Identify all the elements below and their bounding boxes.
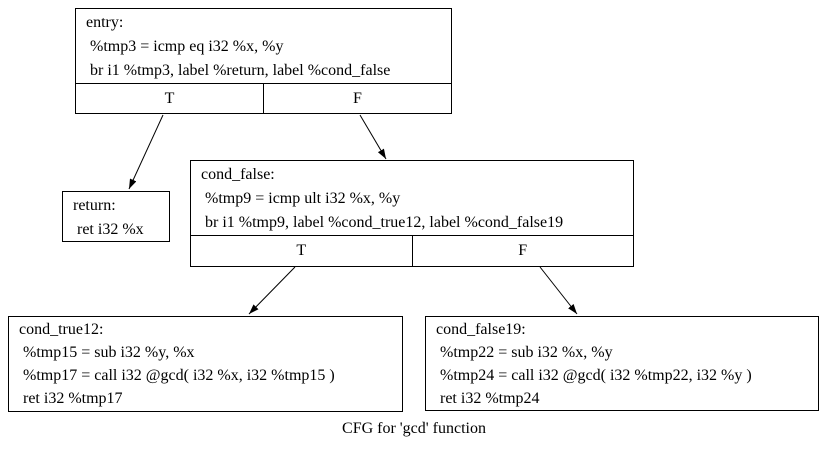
basic-block-label: entry: xyxy=(86,14,124,31)
basic-block-label: cond_true12: xyxy=(19,321,104,338)
instruction: %tmp3 = icmp eq i32 %x, %y xyxy=(86,38,284,55)
instruction: %tmp9 = icmp ult i32 %x, %y xyxy=(201,190,401,207)
instruction: ret i32 %tmp24 xyxy=(436,390,540,407)
node-entry-ports: T F xyxy=(76,83,451,113)
edge-cond-false-T-to-cond-true12 xyxy=(248,266,296,315)
basic-block-label: cond_false19: xyxy=(436,321,526,338)
node-return-code: return: ret i32 %x xyxy=(63,192,169,242)
instruction: ret i32 %x xyxy=(73,221,144,238)
instruction: %tmp15 = sub i32 %y, %x xyxy=(19,344,195,361)
node-return: return: ret i32 %x xyxy=(62,191,170,242)
instruction: %tmp22 = sub i32 %x, %y xyxy=(436,344,613,361)
node-entry: entry: %tmp3 = icmp eq i32 %x, %y br i1 … xyxy=(75,8,452,114)
node-cond-false19: cond_false19: %tmp22 = sub i32 %x, %y %t… xyxy=(425,316,819,411)
node-cond-false-code: cond_false: %tmp9 = icmp ult i32 %x, %y … xyxy=(191,161,633,235)
node-entry-code: entry: %tmp3 = icmp eq i32 %x, %y br i1 … xyxy=(76,9,451,83)
instruction: %tmp24 = call i32 @gcd( i32 %tmp22, i32 … xyxy=(436,367,752,384)
edge-cond-false-F-to-cond-false19 xyxy=(539,266,578,315)
port-false: F xyxy=(411,236,634,266)
port-false: F xyxy=(263,84,451,113)
node-cond-true12-code: cond_true12: %tmp15 = sub i32 %y, %x %tm… xyxy=(9,317,402,410)
port-true: T xyxy=(164,89,175,107)
instruction: %tmp17 = call i32 @gcd( i32 %x, i32 %tmp… xyxy=(19,367,335,384)
node-cond-false19-code: cond_false19: %tmp22 = sub i32 %x, %y %t… xyxy=(426,317,818,410)
edge-entry-F-to-cond-false xyxy=(359,114,387,160)
port-true: T xyxy=(296,242,307,259)
node-cond-false-ports: T F xyxy=(191,235,633,266)
instruction: ret i32 %tmp17 xyxy=(19,390,123,407)
edge-entry-T-to-return xyxy=(128,114,164,190)
node-cond-true12: cond_true12: %tmp15 = sub i32 %y, %x %tm… xyxy=(8,316,403,412)
basic-block-label: return: xyxy=(73,197,116,214)
basic-block-label: cond_false: xyxy=(201,166,275,183)
graph-caption: CFG for 'gcd' function xyxy=(342,420,486,437)
instruction: br i1 %tmp3, label %return, label %cond_… xyxy=(86,62,391,79)
node-cond-false: cond_false: %tmp9 = icmp ult i32 %x, %y … xyxy=(190,160,634,267)
instruction: br i1 %tmp9, label %cond_true12, label %… xyxy=(201,214,564,231)
